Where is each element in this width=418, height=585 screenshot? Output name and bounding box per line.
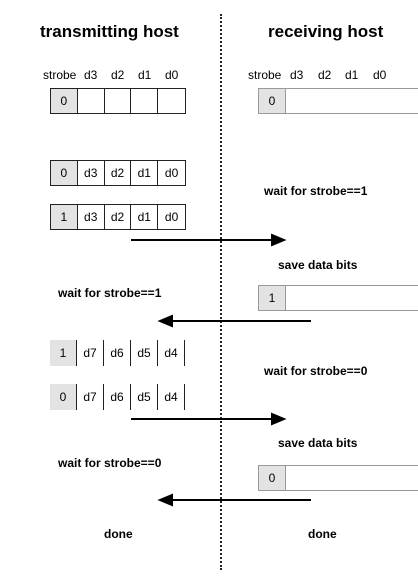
tx-wait-strobe-low: wait for strobe==0 bbox=[58, 456, 162, 470]
rx-done-label: done bbox=[308, 527, 337, 541]
tx-strobe-cell: 0 bbox=[51, 89, 78, 113]
arrow-head-left bbox=[157, 314, 173, 328]
tx-data-cell: d7 bbox=[77, 340, 104, 366]
rx-wait-strobe-low: wait for strobe==0 bbox=[264, 364, 368, 378]
tx-data-cell bbox=[78, 89, 105, 113]
rx-save-bits-1: save data bits bbox=[278, 258, 358, 272]
tx-register-strobe-low: 0 d7 d6 d5 d4 bbox=[50, 384, 186, 410]
tx-strobe-cell: 1 bbox=[50, 340, 77, 366]
rx-col-d0: d0 bbox=[373, 68, 387, 82]
arrow-head-right bbox=[271, 233, 287, 247]
tx-data-cell: d5 bbox=[131, 384, 158, 410]
arrow-head-right bbox=[271, 412, 287, 426]
rx-register-strobe-low: 0 bbox=[258, 465, 418, 491]
host-divider bbox=[220, 14, 222, 570]
tx-wait-strobe-high: wait for strobe==1 bbox=[58, 286, 162, 300]
tx-strobe-cell: 1 bbox=[51, 205, 78, 229]
rx-register-strobe-high: 1 bbox=[258, 285, 418, 311]
tx-col-d3: d3 bbox=[84, 68, 98, 82]
rx-col-d1: d1 bbox=[345, 68, 359, 82]
tx-data-cell: d6 bbox=[104, 384, 131, 410]
rx-save-bits-2: save data bits bbox=[278, 436, 358, 450]
tx-done-label: done bbox=[104, 527, 133, 541]
tx-data-cell: d5 bbox=[131, 340, 158, 366]
tx-data-cell: d0 bbox=[164, 166, 179, 180]
tx-register-data-high: 1 d7 d6 d5 d4 bbox=[50, 340, 186, 366]
tx-data-cell: d1 bbox=[131, 205, 159, 229]
receiving-host-title: receiving host bbox=[268, 22, 384, 41]
tx-data-cell: d1 bbox=[131, 161, 159, 185]
tx-data-cell: d4 bbox=[158, 384, 185, 410]
tx-register-strobe-high: 1 d3 d2 d1 d0 bbox=[50, 204, 186, 230]
tx-data-cell: d3 bbox=[78, 161, 105, 185]
tx-data-cell: d2 bbox=[105, 205, 132, 229]
tx-col-strobe: strobe bbox=[43, 68, 77, 82]
arrow-head-left bbox=[157, 493, 173, 507]
tx-col-d2: d2 bbox=[111, 68, 125, 82]
tx-col-d0: d0 bbox=[165, 68, 179, 82]
rx-col-d3: d3 bbox=[290, 68, 304, 82]
transmitting-host-title: transmitting host bbox=[40, 22, 179, 41]
rx-register-initial: 0 bbox=[258, 88, 418, 114]
tx-strobe-cell: 0 bbox=[50, 384, 77, 410]
rx-col-strobe: strobe bbox=[248, 68, 282, 82]
tx-col-d1: d1 bbox=[138, 68, 152, 82]
tx-data-cell: d2 bbox=[105, 161, 132, 185]
rx-strobe-cell: 0 bbox=[259, 89, 286, 113]
tx-data-cell: d7 bbox=[77, 384, 104, 410]
tx-data-cell: d6 bbox=[104, 340, 131, 366]
rx-strobe-cell: 1 bbox=[259, 286, 286, 310]
tx-data-cell: d4 bbox=[158, 340, 185, 366]
rx-strobe-cell: 0 bbox=[259, 466, 286, 490]
rx-wait-strobe-high: wait for strobe==1 bbox=[264, 184, 368, 198]
tx-register-data-low: 0 d3 d2 d1 d0 bbox=[50, 160, 186, 186]
tx-register-initial: 0 bbox=[50, 88, 186, 114]
tx-data-cell: d0 bbox=[164, 210, 179, 224]
tx-data-cell: d3 bbox=[78, 205, 105, 229]
tx-data-cell bbox=[131, 89, 159, 113]
tx-data-cell bbox=[105, 89, 132, 113]
tx-strobe-cell: 0 bbox=[51, 161, 78, 185]
rx-col-d2: d2 bbox=[318, 68, 332, 82]
